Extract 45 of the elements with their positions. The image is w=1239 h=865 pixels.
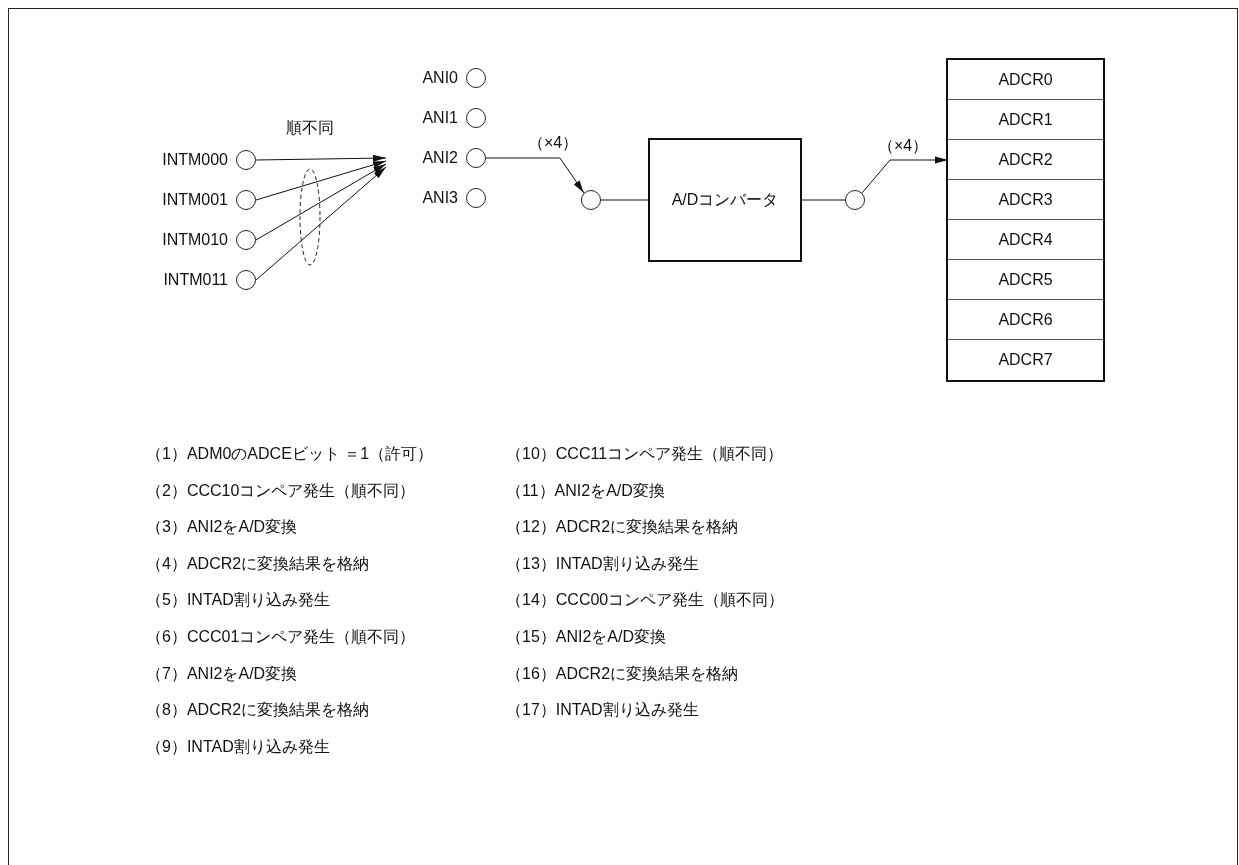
connector-line <box>801 199 846 201</box>
step-text: （1）ADM0のADCEビット ＝1（許可） <box>146 444 434 464</box>
port-label: INTM001 <box>162 190 228 210</box>
step-text: （6）CCC01コンペア発生（順不同） <box>146 627 416 647</box>
terminal-circle <box>581 190 601 210</box>
step-text: （14）CCC00コンペア発生（順不同） <box>506 590 785 611</box>
arrow <box>255 166 387 281</box>
register-cell: ADCR1 <box>948 100 1103 140</box>
arrow <box>255 160 387 201</box>
step-text: （16）ADCR2に変換結果を格納 <box>506 663 739 684</box>
step-text: （7）ANI2をA/D変換 <box>146 663 298 684</box>
register-cell: ADCR7 <box>948 340 1103 380</box>
step-text: （5）INTAD割り込み発生 <box>146 590 330 611</box>
port-label: INTM011 <box>163 270 228 290</box>
port-label: ANI1 <box>422 108 458 128</box>
note-label: 順不同 <box>286 118 334 138</box>
step-text: （2）CCC10コンペア発生（順不同） <box>146 480 416 501</box>
connector-line <box>600 199 649 201</box>
port-label: ANI0 <box>422 68 458 88</box>
step-text: （3）ANI2をA/D変換 <box>146 517 298 538</box>
arrow <box>485 157 585 194</box>
register-cell: ADCR0 <box>948 60 1103 100</box>
port-label: ANI2 <box>422 148 458 168</box>
arrow <box>255 154 387 162</box>
arrow <box>255 163 387 241</box>
step-text: （4）ADCR2に変換結果を格納 <box>146 553 370 574</box>
step-text: （13）INTAD割り込み発生 <box>506 553 699 574</box>
register-cell: ADCR3 <box>948 180 1103 220</box>
register-cell: ADCR4 <box>948 220 1103 260</box>
terminal-circle <box>845 190 865 210</box>
step-text: （9）INTAD割り込み発生 <box>146 736 330 757</box>
step-text: （8）ADCR2に変換結果を格納 <box>146 700 370 721</box>
register-cell: ADCR5 <box>948 260 1103 300</box>
step-text: （10）CCC11コンペア発生（順不同） <box>506 444 784 464</box>
step-text: （11）ANI2をA/D変換 <box>506 480 665 501</box>
port-label: INTM000 <box>162 150 228 170</box>
register-stack <box>946 58 1105 382</box>
step-text: （15）ANI2をA/D変換 <box>506 627 667 647</box>
step-text: （17）INTAD割り込み発生 <box>506 700 699 721</box>
step-text: （12）ADCR2に変換結果を格納 <box>506 517 739 538</box>
register-cell: ADCR6 <box>948 300 1103 340</box>
port-label: INTM010 <box>162 230 228 250</box>
port-label: ANI3 <box>422 188 458 208</box>
converter-box: A/Dコンバータ <box>648 138 802 262</box>
register-cell: ADCR2 <box>948 140 1103 180</box>
